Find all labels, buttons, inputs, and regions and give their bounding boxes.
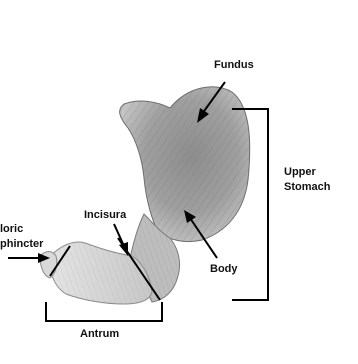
body-label: Body (210, 263, 238, 275)
pyloric-sphincter-label-line1: loric (0, 223, 23, 235)
incisura-label: Incisura (84, 209, 127, 221)
fundus-label: Fundus (214, 59, 254, 71)
antrum-label: Antrum (80, 328, 119, 340)
antrum-bracket (46, 302, 162, 321)
pyloric-sphincter-label-line2: phincter (0, 238, 44, 250)
upper-stomach-label-line2: Stomach (284, 181, 331, 193)
upper-stomach-label-line1: Upper (284, 166, 317, 178)
